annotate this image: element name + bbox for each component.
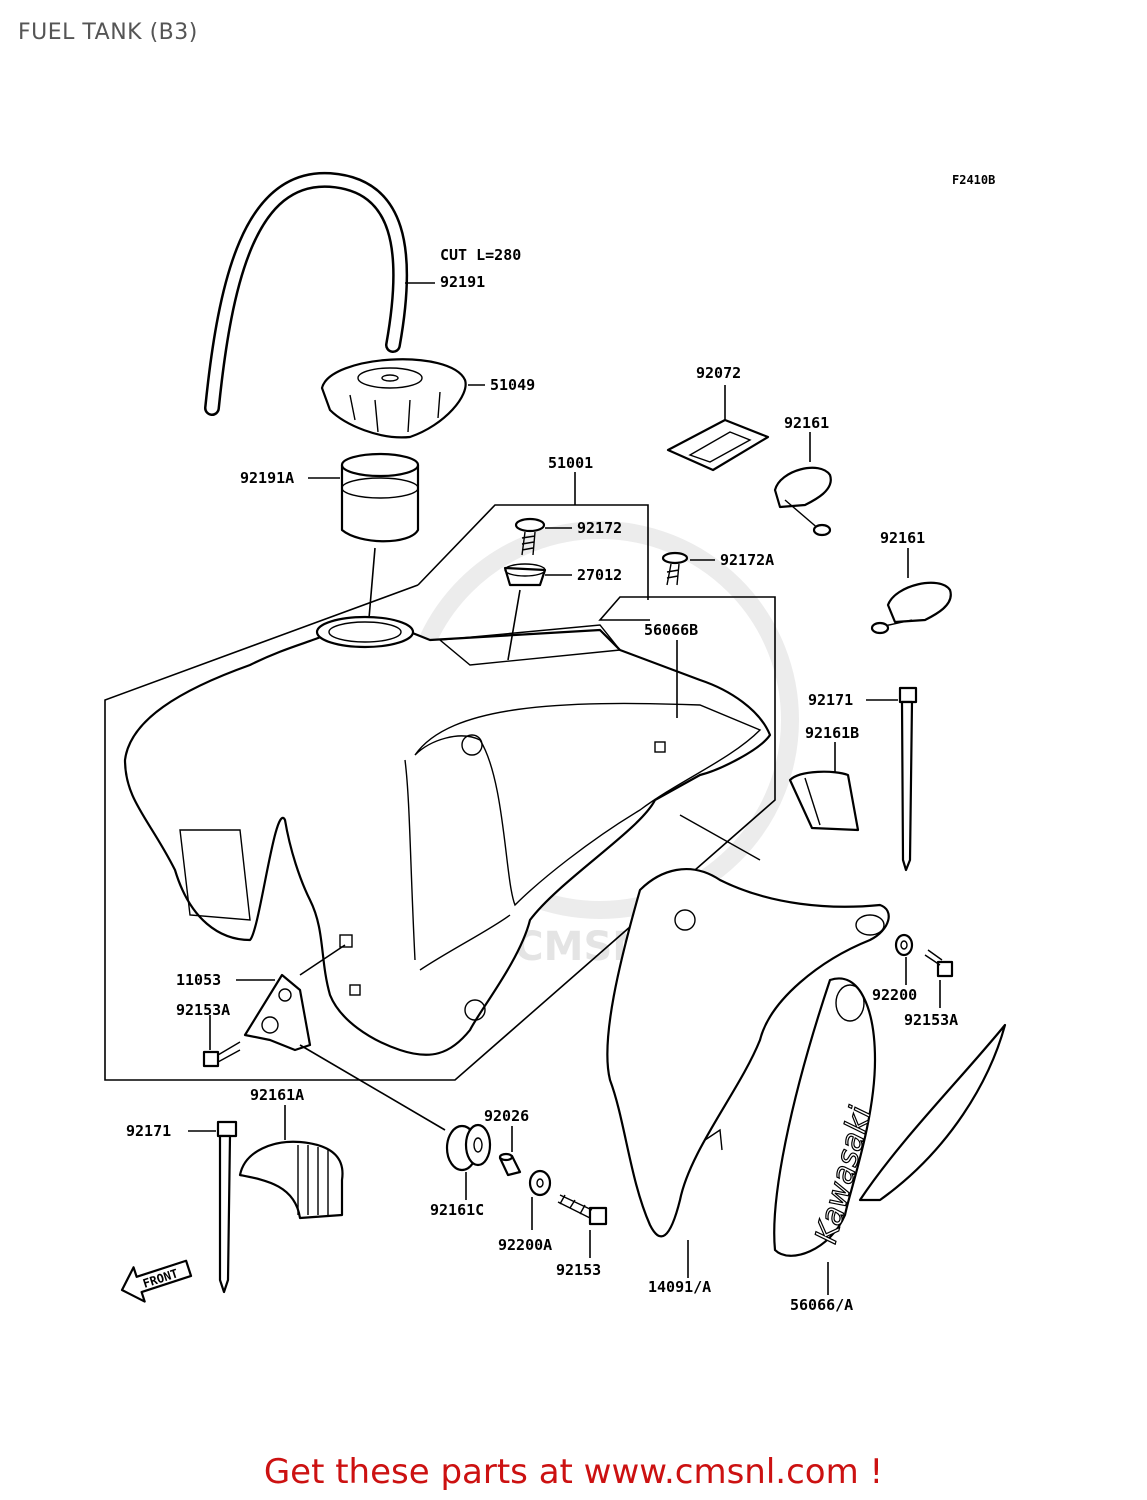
part-label: 92171 [126,1122,171,1140]
part-label: 92161 [784,414,829,432]
part-label: 92153A [176,1001,230,1019]
washer [528,1169,552,1197]
footer-cta-link[interactable]: Get these parts at www.cmsnl.com ! [263,1452,884,1492]
part-label: 92171 [808,691,853,709]
bracket [243,973,312,1052]
damper [503,563,547,587]
part-label: 92172 [577,519,622,537]
damper [238,1140,344,1220]
cable-tie [898,686,918,872]
part-label: 92191 [440,273,485,291]
breather-hose [204,171,409,416]
bolt [557,1194,608,1226]
strap [666,418,770,472]
part-label: 56066B [644,621,698,639]
part-label: 92153 [556,1261,601,1279]
screw [661,551,689,586]
part-label: 92161B [805,724,859,742]
part-label: 92191A [240,469,294,487]
part-label: 51049 [490,376,535,394]
cable-tie [216,1120,238,1294]
clamp [870,581,952,635]
part-label: 14091/A [648,1278,711,1296]
bolt [202,1041,241,1068]
page-title: FUEL TANK (B3) [18,20,198,45]
part-label: 27012 [577,566,622,584]
part-label: 92172A [720,551,774,569]
note-cut: CUT L=280 [440,246,521,264]
grommet [445,1123,492,1172]
part-label: 56066/A [790,1296,853,1314]
part-label: 92200 [872,986,917,1004]
washer [894,933,914,957]
part-label: 51001 [548,454,593,472]
guard [788,770,860,832]
part-label: 92026 [484,1107,529,1125]
bolt [924,949,954,978]
part-label: 92161 [880,529,925,547]
front-arrow-icon: FRONT [120,1259,193,1303]
decal: Kawasaki [773,977,1007,1257]
fuel-tank [123,615,772,1056]
screw [514,517,546,556]
part-label: 92161C [430,1201,484,1219]
fuel-cap [320,358,467,439]
part-label: 92072 [696,364,741,382]
clamp [773,466,832,537]
collar [498,1152,522,1177]
diagram-code: F2410B [952,173,995,187]
part-label: 92200A [498,1236,552,1254]
part-label: 92153A [904,1011,958,1029]
shroud [606,814,890,1238]
part-label: 11053 [176,971,221,989]
part-label: 92161A [250,1086,304,1104]
filler-ring [340,452,420,543]
